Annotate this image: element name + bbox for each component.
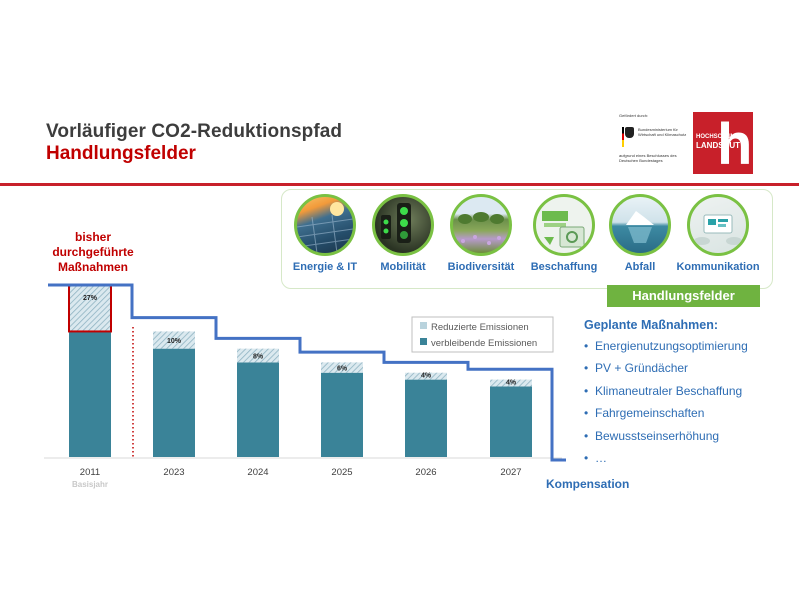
data-label-2027: 4% [506,379,517,386]
university-logo: h HOCHSCHULE LANDSHUT [693,112,753,174]
list-item: •PV + Gründächer [584,361,689,376]
page-subtitle: Handlungsfelder [46,143,196,164]
list-item-text: PV + Gründächer [595,361,689,376]
bar-reduced-2026 [405,372,447,380]
planned-measures-list: •Energienutzungsoptimierung •PV + Gründä… [584,339,748,473]
meadow-image-icon [450,194,512,256]
list-item: •Klimaneutraler Beschaffung [584,383,743,398]
ministry-name: Bundesministerium für Wirtschaft und Kli… [638,127,687,137]
x-tick-label-2024: 2024 [247,467,268,478]
bar-reduced-2011 [68,284,112,333]
list-item-text: Fahrgemeinschaften [595,406,705,421]
university-logo-line2: LANDSHUT [696,141,740,150]
x-tick-label-2027: 2027 [500,467,521,478]
bar-reduced-2025 [321,362,363,373]
hf-beschaffung: Beschaffung [526,194,602,273]
funding-note: aufgrund eines Beschlusses des Deutschen… [619,153,677,163]
list-item-text: Klimaneutraler Beschaffung [595,383,743,398]
hf-label: Biodiversität [447,261,515,273]
page-title: Vorläufiger CO2-Reduktionspfad [46,121,343,142]
x-tick-label-2026: 2026 [415,467,436,478]
bar-remaining-2011 [69,331,111,457]
list-item: •Energienutzungsoptimierung [584,339,748,353]
hf-label: Kommunikation [676,261,760,273]
kompensation-label: Kompensation [546,477,630,491]
hf-mobilitaet: Mobilität [369,194,437,273]
solar-panels-image-icon [294,194,356,256]
h-letter-icon: h [717,112,753,174]
planned-measures-title: Geplante Maßnahmen: [584,318,719,332]
x-tick-label-2011: 2011 [80,467,100,478]
list-item: •Fahrgemeinschaften [584,406,705,421]
legend-label-remaining: verbleibende Emissionen [431,338,537,349]
traffic-light-image-icon [372,194,434,256]
data-label-2011: 27% [83,295,98,302]
handlungsfelder-badge: Handlungsfelder [607,285,760,307]
legend-label-reduced: Reduzierte Emissionen [431,322,529,333]
hf-biodiversitaet: Biodiversität [444,194,518,273]
list-item: •… [584,450,607,465]
bisher-annotation: bisher durchgeführte Maßnahmen [52,230,134,274]
sustainable-purchasing-image-icon [533,194,595,256]
iceberg-image-icon [609,194,671,256]
bar-reduced-2023 [153,331,195,349]
hf-abfall: Abfall [606,194,674,273]
federal-eagle-icon [625,127,634,138]
german-flag-icon [622,127,624,147]
hf-label: Energie & IT [292,261,358,273]
header-divider [0,183,799,186]
x-tick-label-2025: 2025 [331,467,352,478]
x-tick-label-2023: 2023 [163,467,184,478]
hf-kommunikation: Kommunikation [676,194,760,273]
bar-reduced-2027 [490,379,532,387]
reduction-path-line [48,283,566,462]
bar-remaining-2023 [153,348,195,457]
data-label-2023: 10% [167,338,182,345]
hf-energie: Energie & IT [289,194,361,273]
list-item: •Bewusstseinserhöhung [584,428,720,443]
legend-swatch-reduced [420,322,427,329]
legend-swatch-remaining [420,338,427,345]
hf-label: Mobilität [380,261,426,273]
university-logo-line1: HOCHSCHULE [696,134,739,140]
bar-remaining-2027 [490,386,532,457]
x-tick-sublabel-2011: Basisjahr [72,480,108,489]
data-label-2026: 4% [421,373,432,380]
chart-legend: Reduzierte Emissionen verbleibende Emiss… [411,316,554,353]
funding-logo: Gefördert durch: Bundesministerium für W… [617,113,689,173]
bar-reduced-2024 [237,348,279,363]
bar-remaining-2024 [237,362,279,457]
list-item-text: Energienutzungsoptimierung [595,339,748,353]
bar-remaining-2025 [321,372,363,457]
data-label-2025: 6% [337,366,348,373]
list-item-text: … [595,450,607,465]
funding-label: Gefördert durch: [619,113,649,118]
meeting-image-icon [687,194,749,256]
legend-box [411,316,554,353]
hf-label: Beschaffung [530,261,598,273]
bar-remaining-2026 [405,379,447,457]
hf-label: Abfall [624,261,656,273]
data-label-2024: 8% [253,354,264,361]
list-item-text: Bewusstseinserhöhung [595,428,720,443]
